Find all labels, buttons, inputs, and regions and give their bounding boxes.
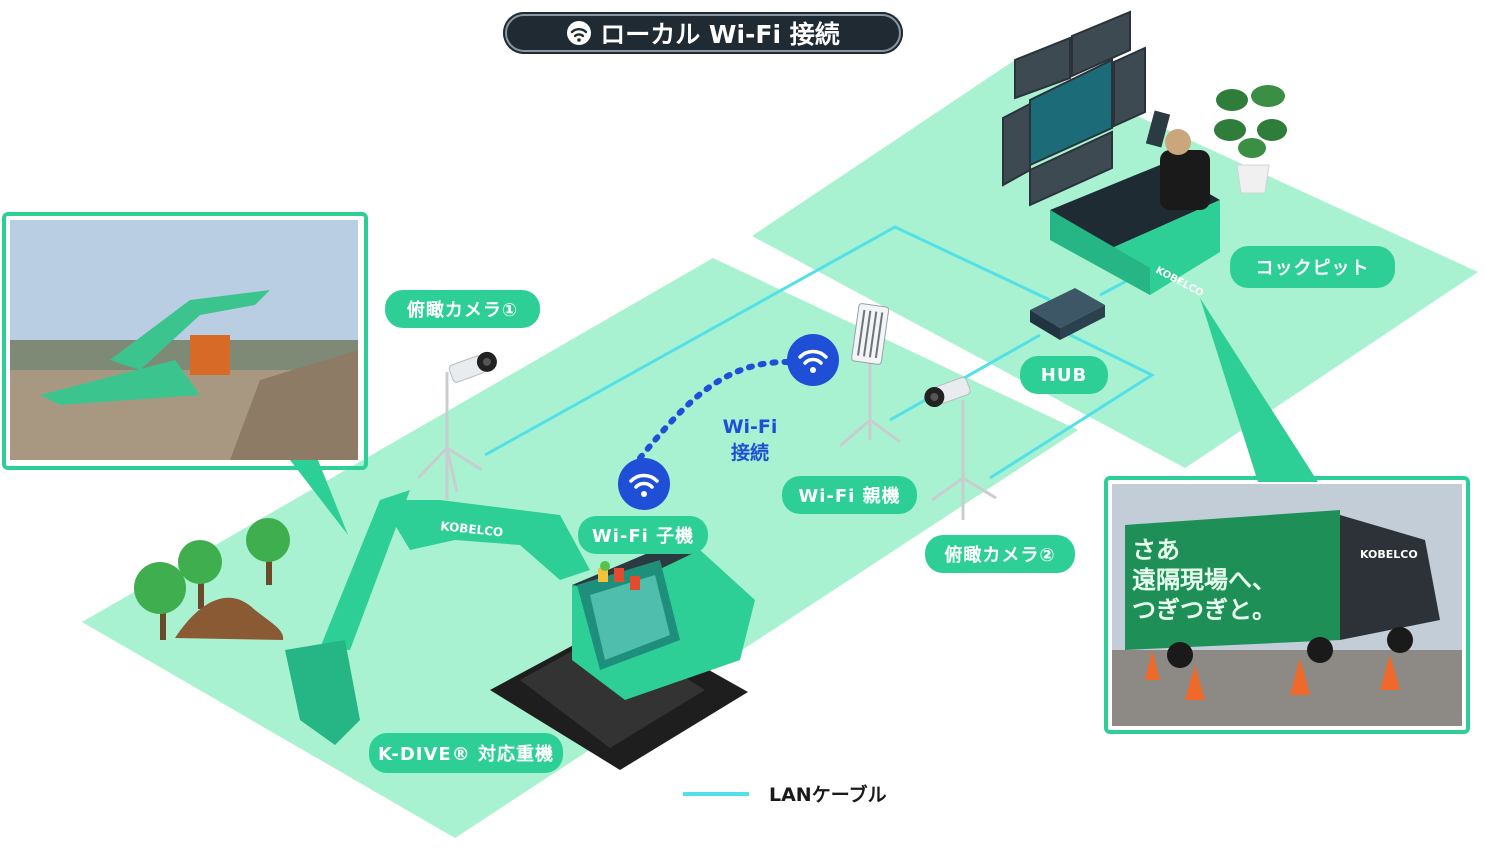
label-hub: HUB (1020, 356, 1108, 394)
camera-icon (448, 351, 497, 383)
photo2-callout-tail (1200, 298, 1318, 482)
camera1-tripod (416, 372, 483, 500)
label-camera2: 俯瞰カメラ② (925, 535, 1075, 573)
cockpit-station: KOBELCO (1002, 10, 1220, 299)
truck-logo: KOBELCO (1360, 548, 1418, 561)
title-pill: ローカル Wi-Fi 接続 (503, 12, 903, 54)
wifi-parent-tripod (839, 362, 901, 448)
hub-device (1030, 288, 1105, 340)
antenna-panel-icon (851, 303, 890, 365)
camera2-tripod (931, 400, 997, 520)
plant-icon (1214, 85, 1287, 194)
camera-icon (924, 376, 971, 408)
trees (134, 518, 290, 640)
photo2-image (1112, 484, 1462, 726)
photo1-callout-tail (290, 460, 348, 535)
wifi-link-label-line: 接続 (730, 442, 769, 464)
legend: LANケーブル (683, 780, 887, 807)
label-wifi-parent: Wi-Fi 親機 (782, 476, 917, 514)
wifi-icon (787, 334, 839, 386)
lan-legend-swatch (683, 791, 749, 796)
excavator: KOBELCO (285, 490, 755, 770)
boom-logo: KOBELCO (440, 519, 504, 540)
photo2-frame (1104, 476, 1470, 734)
wifi-link-dots (637, 358, 793, 461)
truck-slogan-line: 遠隔現場へ、 (1132, 566, 1276, 594)
lan-cables (484, 225, 1156, 480)
lan-legend-label: LANケーブル (769, 784, 887, 806)
wifi-link-label-line: Wi-Fi (722, 416, 778, 438)
label-wifi-child: Wi-Fi 子機 (578, 516, 708, 554)
wifi-icon (567, 21, 592, 45)
wifi-link-label: Wi-Fi 接続 (705, 414, 795, 466)
photo1-frame (2, 212, 368, 470)
truck-slogan-line: さあ (1132, 536, 1180, 564)
dirt-pile (175, 597, 284, 640)
label-machine: K-DIVE® 対応重機 (369, 733, 563, 773)
truck-slogan: さあ 遠隔現場へ、 つぎつぎと。 (1132, 535, 1276, 625)
truck-slogan-line: つぎつぎと。 (1132, 596, 1276, 624)
label-cockpit: コックピット (1230, 246, 1395, 288)
wifi-icon (618, 458, 670, 510)
photo1-image (10, 220, 358, 460)
traffic-cones (1145, 650, 1400, 700)
page-title: ローカル Wi-Fi 接続 (600, 20, 840, 49)
label-camera1: 俯瞰カメラ① (385, 290, 540, 328)
